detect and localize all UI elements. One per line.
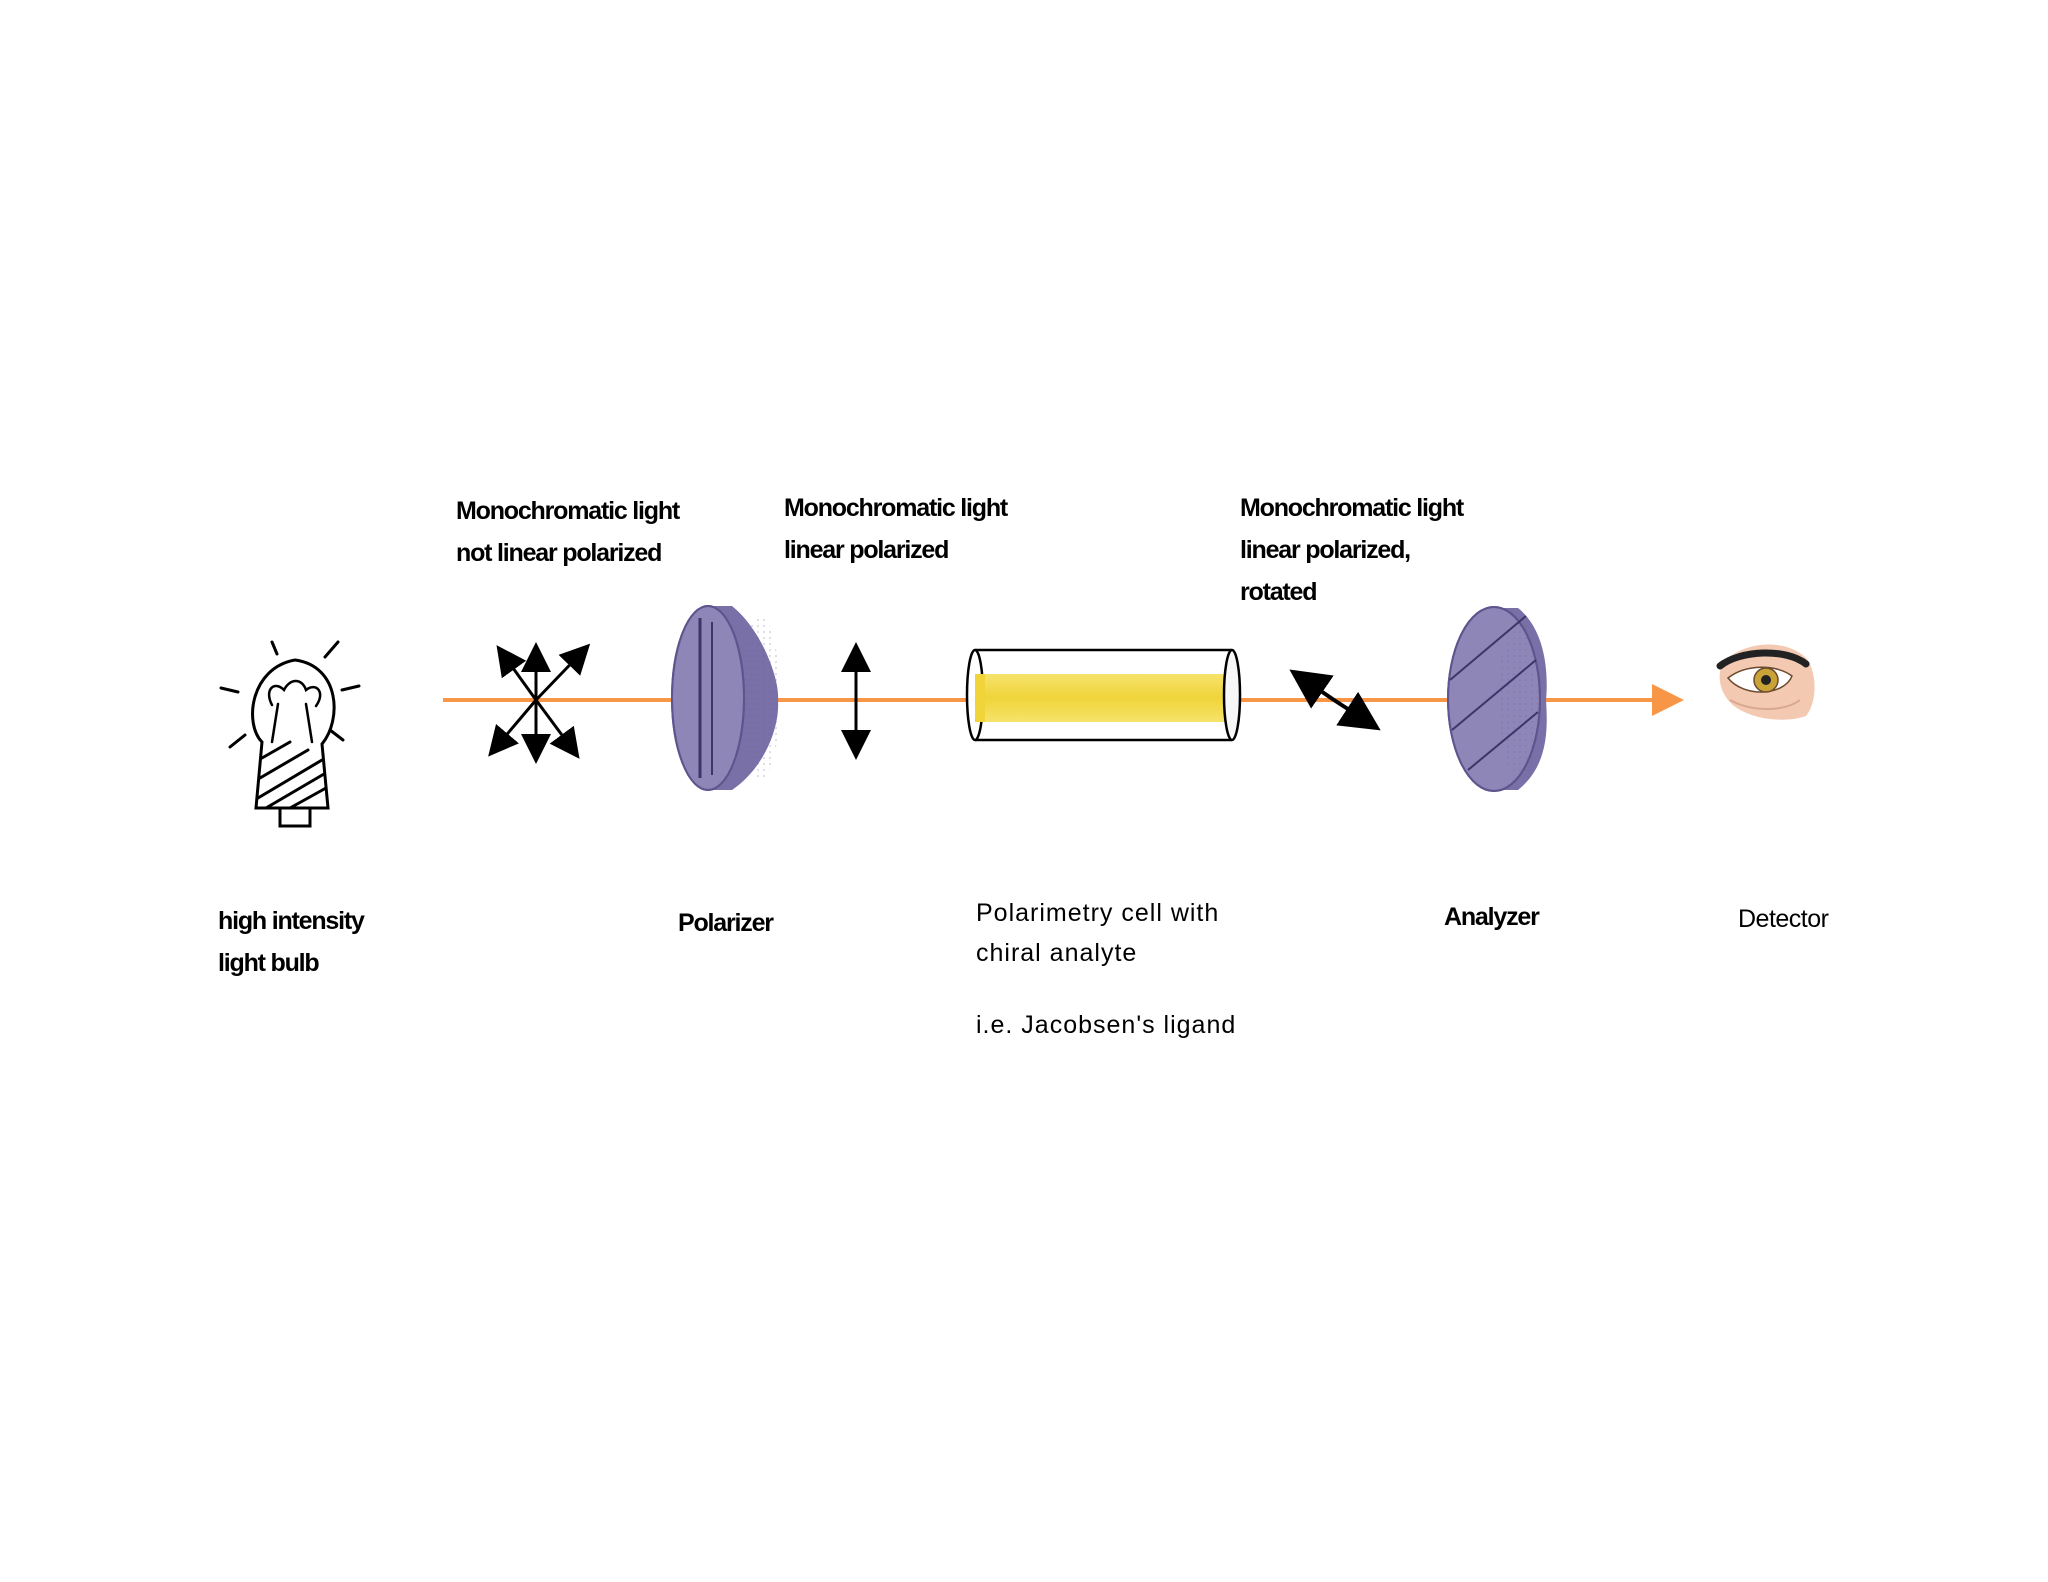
label-bulb-line-1: high intensity <box>218 907 365 935</box>
unpolarized-arrows-icon <box>488 642 591 764</box>
label-cell: Polarimetry cell with chiral analyte i.e… <box>976 893 1236 1045</box>
light-bulb-icon <box>219 640 361 828</box>
label-cell-line-3: i.e. Jacobsen's ligand <box>976 1011 1237 1039</box>
label-rotated-line-3: rotated <box>1240 578 1318 606</box>
label-detector: Detector <box>1738 898 1829 940</box>
label-rotated-line-2: linear polarized, <box>1240 536 1411 564</box>
label-bulb: high intensity light bulb <box>218 900 365 984</box>
eye-icon <box>1716 644 1815 720</box>
label-cell-line-2: chiral analyte <box>976 939 1138 967</box>
label-analyzer-text: Analyzer <box>1444 903 1540 931</box>
polarizer-filter-icon <box>671 605 780 791</box>
rotated-arrow-icon <box>1289 669 1381 731</box>
label-polarized-line-1: Monochromatic light <box>784 494 1008 522</box>
label-detector-text: Detector <box>1738 905 1829 933</box>
label-polarizer: Polarizer <box>678 902 774 944</box>
label-rotated: Monochromatic light linear polarized, ro… <box>1240 487 1464 613</box>
sample-tube-icon <box>965 648 1242 742</box>
label-rotated-line-1: Monochromatic light <box>1240 494 1464 522</box>
label-cell-line-1: Polarimetry cell with <box>976 899 1220 927</box>
label-polarized: Monochromatic light linear polarized <box>784 487 1008 571</box>
label-polarized-line-2: linear polarized <box>784 536 949 564</box>
label-unpolarized-line-2: not linear polarized <box>456 539 662 567</box>
label-bulb-line-2: light bulb <box>218 949 320 977</box>
label-unpolarized: Monochromatic light not linear polarized <box>456 490 680 574</box>
label-unpolarized-line-1: Monochromatic light <box>456 497 680 525</box>
analyzer-filter-icon <box>1447 606 1547 792</box>
label-polarizer-text: Polarizer <box>678 909 774 937</box>
label-analyzer: Analyzer <box>1444 896 1540 938</box>
